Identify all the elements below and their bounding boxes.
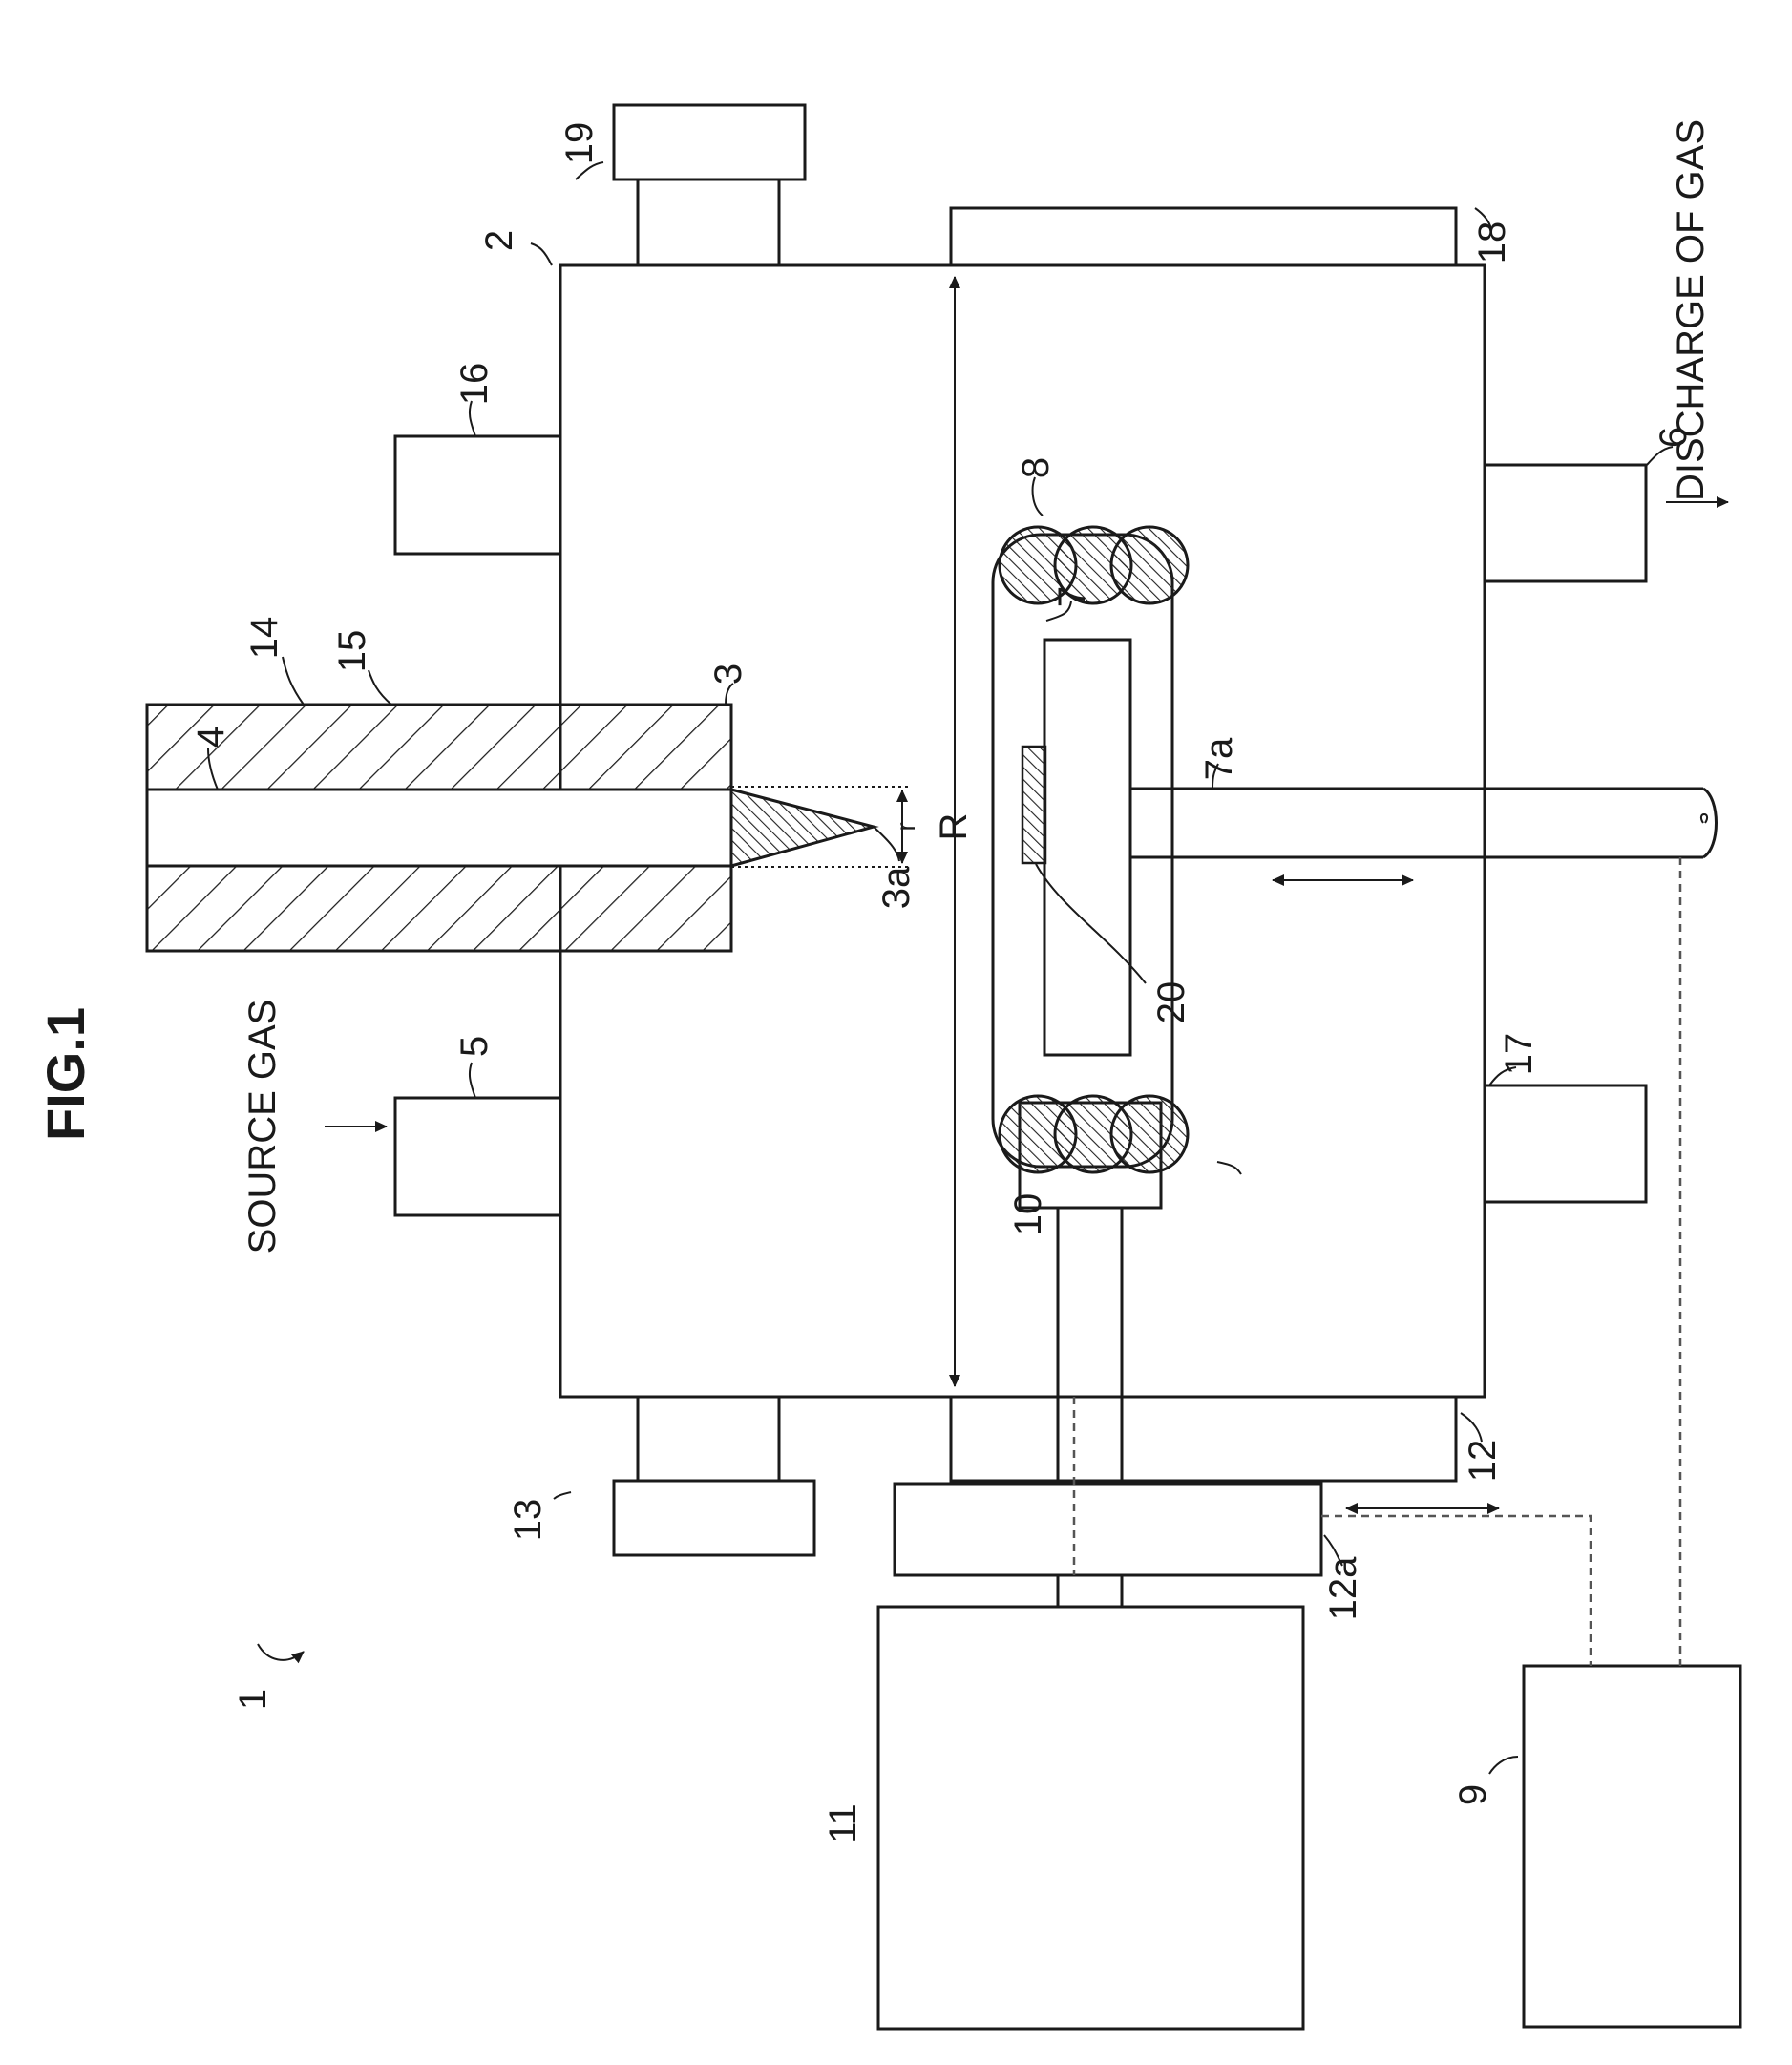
label-2: 2 (478, 230, 520, 251)
label-7: 7 (1051, 586, 1093, 607)
port-13 (614, 1397, 814, 1555)
apparatus-arrow (258, 1644, 304, 1660)
port-16 (395, 436, 560, 554)
controller (1524, 1666, 1740, 2027)
port-19 (614, 105, 805, 265)
label-19: 19 (559, 122, 601, 165)
label-3: 3 (707, 664, 749, 685)
label-4: 4 (190, 727, 232, 748)
label-11: 11 (822, 1803, 864, 1844)
label-16: 16 (453, 363, 495, 406)
radius-small-label: r (891, 822, 920, 831)
holder (1044, 640, 1130, 1055)
gas-outlet-6 (1485, 465, 1646, 581)
flange-bottom-12 (951, 1397, 1456, 1481)
label-7a: 7a (1198, 737, 1240, 780)
electrode-sleeve (147, 705, 731, 951)
power-supply (878, 1607, 1303, 2029)
reference-numerals: 1 2 3 3a 4 5 6 7 7a 8 9 10 11 12 12a 13 … (190, 122, 1695, 1844)
label-5: 5 (453, 1036, 495, 1057)
gas-inlet-5 (395, 1098, 560, 1215)
label-6: 6 (1653, 427, 1695, 448)
label-12: 12 (1462, 1440, 1504, 1483)
flange-top-18 (951, 208, 1456, 265)
label-3a: 3a (875, 866, 917, 909)
holder-shaft (1130, 789, 1717, 857)
tip (731, 787, 909, 867)
bore (147, 790, 731, 866)
label-15: 15 (331, 630, 373, 673)
label-9: 9 (1452, 1784, 1494, 1805)
label-17: 17 (1498, 1033, 1540, 1076)
label-14: 14 (243, 617, 285, 660)
label-8: 8 (1015, 457, 1057, 478)
substrate (1022, 747, 1045, 863)
label-10: 10 (1007, 1193, 1049, 1236)
label-18: 18 (1471, 221, 1513, 264)
flange-bottom-12a (895, 1484, 1321, 1575)
source-gas-label: SOURCE GAS (242, 1000, 284, 1254)
label-12a: 12a (1322, 1556, 1364, 1620)
figure-title: FIG.1 (35, 1007, 95, 1141)
port-17 (1485, 1085, 1646, 1202)
label-13: 13 (507, 1499, 549, 1542)
radius-large-label: R (933, 813, 975, 841)
label-1: 1 (232, 1689, 274, 1710)
label-20: 20 (1150, 981, 1192, 1024)
